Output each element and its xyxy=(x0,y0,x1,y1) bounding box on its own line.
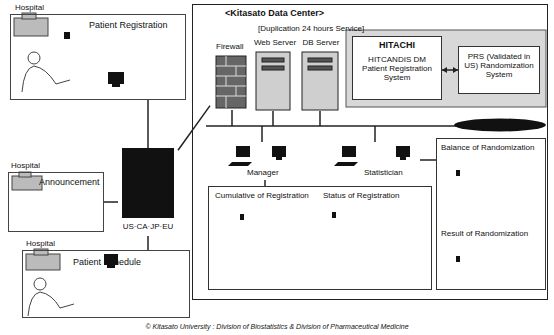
node-text: US·CA·JP·EU xyxy=(118,222,178,231)
node-text: Hospital xyxy=(15,3,44,12)
connector-line xyxy=(147,236,149,250)
data-center-box: <Kitasato Data Center> Firewall Web Server… xyxy=(192,4,548,300)
connector-line xyxy=(147,100,149,148)
arrow-head xyxy=(442,67,447,73)
node-text: Manager xyxy=(247,168,279,177)
hospital-box: HospitalPatient Schedule xyxy=(22,250,190,318)
network-badge xyxy=(454,119,546,132)
system-box: HITACHI HITCANDIS DM Patient Registration… xyxy=(352,36,442,100)
node-text: Web Server xyxy=(252,38,298,47)
system-enclosure xyxy=(346,30,546,107)
node-text: HITCANDIS DM Patient Registration System xyxy=(357,55,437,83)
node-text: Result of Randomization xyxy=(441,229,541,238)
firewall-wall xyxy=(216,56,246,108)
node-text: <Kitasato Data Center> xyxy=(225,8,324,18)
hospital-box: HospitalAnnouncement xyxy=(8,172,104,232)
internet-globe: US·CA·JP·EU xyxy=(118,148,178,236)
workstation-node: Manager xyxy=(225,140,305,180)
report-panel: Cumulative of Registration Status of Regi… xyxy=(208,186,432,290)
data-mark xyxy=(240,170,460,262)
hospital-box: HospitalPatient Registration xyxy=(10,14,186,100)
node-text: Patient Registration xyxy=(89,20,168,30)
node-text: HITACHI xyxy=(357,40,437,50)
node-text: Announcement xyxy=(39,177,100,187)
caption-text: © Kitasato University : Division of Bios… xyxy=(0,323,554,331)
server-node: DB Server xyxy=(298,34,344,111)
service-label: [Duplication 24 hours Service] xyxy=(258,24,364,33)
node-text: Status of Registration xyxy=(323,191,399,200)
node-text: Hospital xyxy=(26,239,55,248)
server-node: Web Server xyxy=(252,34,298,111)
connector-line xyxy=(420,159,436,161)
node-text: Statistician xyxy=(364,168,403,177)
node-text: PRS (Validated in US) Randomization Syst… xyxy=(462,52,536,80)
node-text: Patient Schedule xyxy=(73,257,141,267)
lan-bus xyxy=(206,110,456,142)
server-tower xyxy=(256,52,338,110)
globe-square xyxy=(122,148,174,218)
workstation-node: Statistician xyxy=(330,140,420,180)
node-text: DB Server xyxy=(298,38,344,47)
firewall-node: Firewall xyxy=(210,40,254,110)
node-text: Balance of Randomization xyxy=(441,143,541,152)
node-text: Firewall xyxy=(216,42,244,51)
connector-line xyxy=(178,106,210,151)
report-panel: Balance of RandomizationResult of Random… xyxy=(436,138,546,290)
node-text: Cumulative of Registration xyxy=(215,191,309,200)
system-box: PRS (Validated in US) Randomization Syst… xyxy=(458,46,540,94)
connector-line xyxy=(104,201,118,203)
node-text: Hospital xyxy=(11,161,40,170)
